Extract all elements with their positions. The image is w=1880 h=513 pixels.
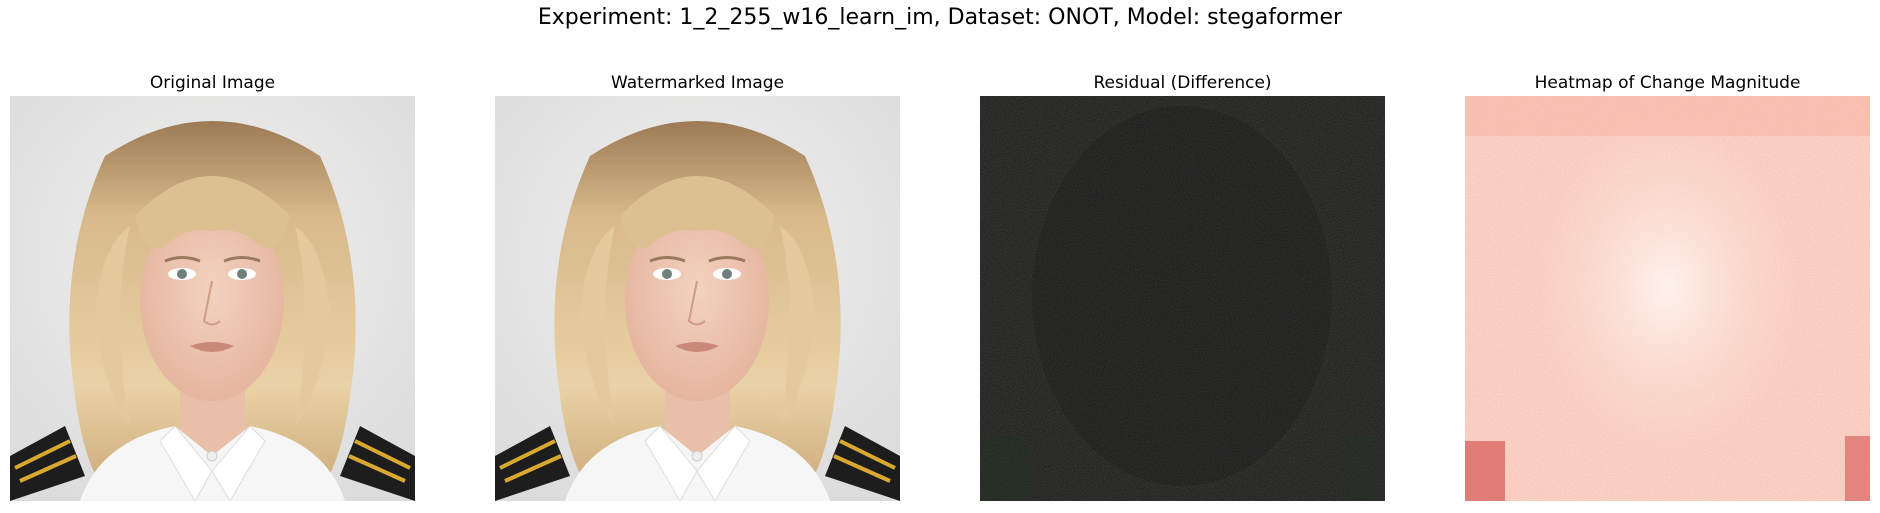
- watermarked-image: [495, 96, 900, 501]
- panel-title-residual: Residual (Difference): [1093, 73, 1272, 93]
- residual-image: [980, 96, 1385, 501]
- panel-title-heatmap: Heatmap of Change Magnitude: [1534, 73, 1801, 93]
- heatmap-image: [1465, 96, 1870, 501]
- panel-watermarked: Watermarked Image: [495, 70, 900, 501]
- panel-title-original: Original Image: [149, 73, 276, 93]
- panel-title-watermarked: Watermarked Image: [610, 73, 785, 93]
- panel-original: Original Image: [10, 70, 415, 501]
- panel-residual: Residual (Difference): [980, 70, 1385, 501]
- panel-heatmap: Heatmap of Change Magnitude: [1465, 70, 1870, 501]
- figure-title: Experiment: 1_2_255_w16_learn_im, Datase…: [537, 5, 1343, 30]
- original-image: [10, 96, 415, 501]
